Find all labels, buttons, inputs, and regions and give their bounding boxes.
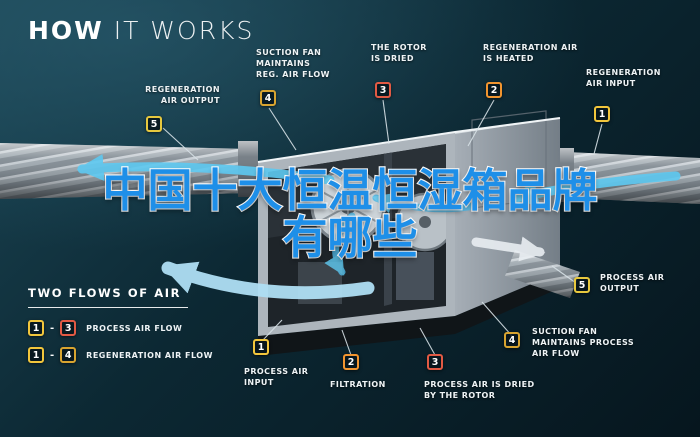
- process-output-arrow: [471, 236, 546, 262]
- badge-1-regen-input: 1: [594, 106, 610, 122]
- legend-label-regeneration: REGENERATION AIR FLOW: [86, 350, 213, 360]
- callout-filtration: FILTRATION: [330, 380, 386, 389]
- badge-5-regen-output: 5: [146, 116, 162, 132]
- legend-dash-1: -: [50, 322, 55, 334]
- overlay-line-2: 有哪些: [281, 210, 418, 264]
- badge-1-process-input: 1: [253, 339, 269, 355]
- legend-row-regeneration: 1 - 4 REGENERATION AIR FLOW: [28, 347, 213, 363]
- title-bold: HOW: [28, 16, 104, 45]
- legend: TWO FLOWS OF AIR 1 - 3 PROCESS AIR FLOW …: [28, 286, 213, 374]
- callout-suction-fan-reg: SUCTION FAN MAINTAINS REG. AIR FLOW: [256, 48, 330, 80]
- badge-2-filtration: 2: [343, 354, 359, 370]
- badge-3-process-dried: 3: [427, 354, 443, 370]
- legend-dash-2: -: [50, 349, 55, 361]
- callout-regeneration-heated: REGENERATION AIR IS HEATED: [483, 43, 578, 64]
- callout-suction-fan-process: SUCTION FAN MAINTAINS PROCESS AIR FLOW: [532, 327, 635, 359]
- legend-heading: TWO FLOWS OF AIR: [28, 286, 188, 308]
- legend-badge-3: 3: [60, 320, 77, 336]
- process-flow-arrow: [161, 261, 375, 300]
- badge-5-process-output: 5: [574, 277, 590, 293]
- title-light: IT WORKS: [103, 16, 255, 45]
- process-output-duct: [505, 250, 580, 298]
- badge-4-suction-process: 4: [504, 332, 520, 348]
- callout-process-air-output: PROCESS AIR OUTPUT: [600, 273, 665, 294]
- callout-rotor-dried: THE ROTOR IS DRIED: [371, 43, 427, 64]
- machine-interior: [268, 144, 446, 306]
- badge-4-suction-reg: 4: [260, 90, 276, 106]
- legend-badge-1b: 1: [28, 347, 44, 363]
- airflow-arrows: [76, 154, 681, 300]
- badge-3-rotor-dried: 3: [375, 82, 391, 98]
- legend-badge-1a: 1: [28, 320, 44, 336]
- legend-label-process: PROCESS AIR FLOW: [86, 323, 183, 333]
- page-title: HOW IT WORKS: [28, 16, 254, 45]
- internal-down-arrow: [324, 212, 356, 276]
- callout-lines: [162, 99, 603, 356]
- callout-regeneration-air-output: REGENERATION AIR OUTPUT: [145, 85, 220, 106]
- overlay-line-1: 中国十大恒温恒湿箱品牌: [101, 164, 598, 217]
- callout-process-dried: PROCESS AIR IS DRIED BY THE ROTOR: [424, 380, 535, 401]
- badge-2-regen-heated: 2: [486, 82, 502, 98]
- machine-body: [257, 110, 580, 356]
- legend-badge-4: 4: [60, 347, 77, 363]
- regeneration-input-arrow: [510, 171, 681, 207]
- callout-process-air-input: PROCESS AIR INPUT: [244, 367, 309, 388]
- rotor-flow-arrow: [371, 192, 478, 214]
- callout-regeneration-air-input: REGENERATION AIR INPUT: [586, 68, 661, 89]
- regeneration-output-arrow: [76, 154, 335, 185]
- legend-row-process: 1 - 3 PROCESS AIR FLOW: [28, 320, 213, 336]
- overlay-headline-cn: 中国十大恒温恒湿箱品牌 有哪些: [0, 164, 700, 264]
